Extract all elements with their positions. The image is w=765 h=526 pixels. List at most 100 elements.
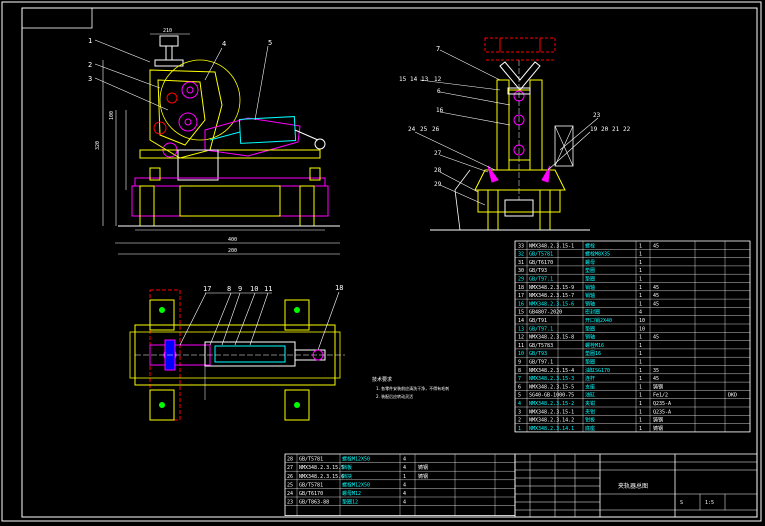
scale-value: 1:5 (705, 500, 714, 506)
table-cell: 铸钢 (653, 417, 663, 424)
table-cell: 销轴 (585, 284, 595, 291)
table-cell: 垫圈 (585, 325, 595, 332)
table-cell: 支座 (585, 383, 595, 390)
table-cell: 5 (518, 393, 521, 399)
leader-28: 28 (434, 167, 442, 174)
table-cell: 4 (639, 310, 642, 316)
table-cell: 1 (639, 409, 642, 415)
leader-24: 24 (408, 126, 416, 133)
table-cell: GB/T5783 (529, 343, 553, 349)
table-cell: 45 (653, 285, 659, 291)
leader-11: 11 (264, 285, 272, 293)
table-cell: 1 (518, 426, 521, 432)
table-cell: NMX348.2.3.15-1 (529, 409, 574, 415)
table-cell: 4 (403, 457, 406, 463)
drawing-name: 夹轨器总图 (618, 482, 648, 490)
table-cell: Q235-A (653, 401, 671, 407)
table-cell: NMX348.2.3.15.6 (299, 474, 344, 480)
leader-26: 26 (432, 126, 440, 133)
table-cell: NMX348.2.3.15-9 (529, 285, 574, 291)
front-view: 1 2 3 4 5 210 400 200 320 100 (88, 28, 340, 255)
table-cell: 铸钢 (418, 473, 428, 480)
leader-22: 22 (623, 126, 631, 133)
table-cell: 挡块 (342, 473, 352, 480)
table-cell: NMX348.2.3.15-2 (529, 401, 574, 407)
leader-2: 2 (88, 61, 92, 69)
table-cell: 4 (518, 401, 521, 407)
table-cell: NMX348.2.3.15-7 (529, 293, 574, 299)
table-cell: 油缸 (585, 392, 595, 399)
table-cell: 27 (287, 465, 293, 471)
leader-14: 14 (410, 76, 418, 83)
table-cell: 4 (403, 465, 406, 471)
table-cell: 14 (518, 318, 524, 324)
table-cell: 13 (518, 326, 524, 332)
table-cell: GB/T91 (529, 318, 547, 324)
notes-line-1: 1. 各零件安装前应清洗干净，不得有毛刺 (376, 385, 449, 391)
table-cell: 1 (639, 393, 642, 399)
table-cell: 1 (639, 335, 642, 341)
table-cell: 螺栓 (585, 242, 595, 249)
table-cell: 45 (653, 335, 659, 341)
technical-notes: 技术要求 1. 各零件安装前应清洗干净，不得有毛刺 2. 装配后应转动灵活 (372, 376, 449, 399)
table-cell: GB/T93 (529, 351, 547, 357)
table-cell: 1 (639, 351, 642, 357)
table-cell: 连杆 (585, 375, 595, 382)
leader-1: 1 (88, 37, 92, 45)
table-cell: NMX348.2.3.15-3 (529, 376, 574, 382)
table-cell: 1 (639, 360, 642, 366)
leader-4: 4 (222, 40, 226, 48)
table-cell: 螺母M12 (342, 490, 361, 497)
table-cell: 6 (518, 384, 521, 390)
table-cell: 挡板 (342, 464, 352, 471)
table-cell: 垫圈 (585, 276, 595, 283)
notes-line-2: 2. 装配后应转动灵活 (376, 393, 413, 399)
corner-stamp (21, 7, 93, 29)
table-cell: 11 (518, 343, 524, 349)
table-cell: 9 (518, 360, 521, 366)
leader-8: 8 (227, 285, 231, 293)
table-cell: GB/T863-88 (299, 500, 329, 506)
side-view: 7 15 14 13 12 6 16 24 25 26 27 28 29 23 … (399, 37, 631, 231)
leader-19: 19 (590, 126, 598, 133)
table-cell: NMX348.2.3.15-6 (529, 301, 574, 307)
table-cell: 1 (639, 252, 642, 258)
table-cell: 1 (639, 343, 642, 349)
table-cell: 螺栓M12X50 (342, 456, 370, 463)
table-cell: 夹钳 (585, 400, 595, 407)
table-cell: GB/T97.1 (529, 277, 553, 283)
table-cell: 底座 (585, 425, 595, 432)
table-cell: GB/T5781 (299, 482, 323, 488)
table-cell: 2 (518, 418, 521, 424)
dim-text: 200 (228, 248, 237, 254)
table-cell: 1 (639, 301, 642, 307)
table-cell: 1 (639, 268, 642, 274)
table-cell: GB/T97.1 (529, 360, 553, 366)
table-cell: 螺栓M8X35 (585, 251, 610, 258)
table-cell: Fe1/2 (653, 393, 668, 399)
table-cell: 螺栓M12X50 (342, 481, 370, 488)
table-cell: 1 (639, 418, 642, 424)
table-cell: 螺母 (585, 259, 595, 266)
table-cell: 螺栓M16 (585, 342, 604, 349)
dim-text: 210 (163, 28, 172, 34)
table-cell: 1 (639, 401, 642, 407)
table-cell: 7 (518, 376, 521, 382)
leader-16: 16 (436, 107, 444, 114)
table-cell: 油缸SG170 (585, 367, 610, 374)
table-cell: 45 (653, 293, 659, 299)
table-cell: 25 (287, 482, 293, 488)
table-cell: GB/T93 (529, 268, 547, 274)
leader-10: 10 (250, 285, 258, 293)
table-cell: 10 (639, 318, 645, 324)
table-cell: 垫圈16 (585, 350, 601, 357)
mark-value: S (680, 500, 683, 506)
table-cell: Q235-A (653, 409, 671, 415)
leader-13: 13 (421, 76, 429, 83)
table-cell: 35 (653, 368, 659, 374)
top-view: 17 8 9 10 11 18 (129, 284, 345, 421)
table-cell: 18 (518, 285, 524, 291)
